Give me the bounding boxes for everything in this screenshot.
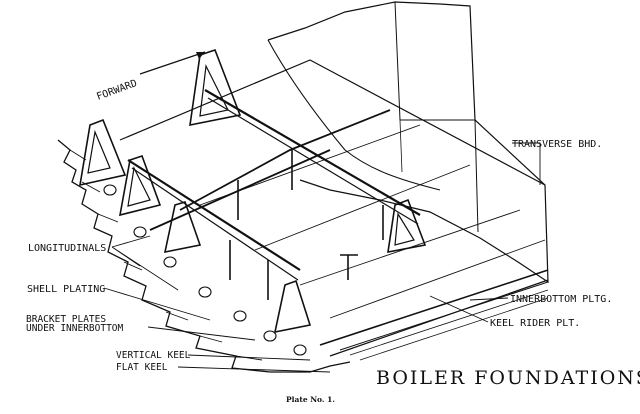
vertical-keel-label: VERTICAL KEEL [116, 350, 191, 361]
forward-arrow [139, 51, 206, 75]
leader-lines [103, 142, 541, 373]
forward-label: FORWARD [95, 78, 138, 103]
shell-broken-edge [57, 139, 351, 373]
transverse-bhd-label: TRANSVERSE BHD. [512, 139, 602, 150]
diagram-title: BOILER FOUNDATIONS [376, 367, 640, 389]
bracket-plates-holes [103, 184, 307, 356]
innerbottom-pltg-label: INNERBOTTOM PLTG. [510, 294, 612, 305]
innerbottom-plating [119, 59, 549, 361]
plate-number: Plate No. 1. [286, 395, 335, 404]
longitudinals-label: LONGITUDINALS [28, 243, 106, 254]
flat-keel-label: FLAT KEEL [116, 362, 168, 373]
vertical-keel [319, 269, 549, 357]
shell-plating-label: SHELL PLATING [27, 284, 105, 295]
keel-rider-plt-label: KEEL RIDER PLT. [490, 318, 580, 329]
bracket-plates-label-line2: UNDER INNERBOTTOM [26, 323, 124, 334]
vertical-stiffeners [229, 150, 384, 300]
bracket-plates-label-line1: BRACKET PLATES [26, 314, 106, 325]
foundation-brackets [79, 48, 427, 334]
longitudinal-girders [127, 89, 421, 281]
